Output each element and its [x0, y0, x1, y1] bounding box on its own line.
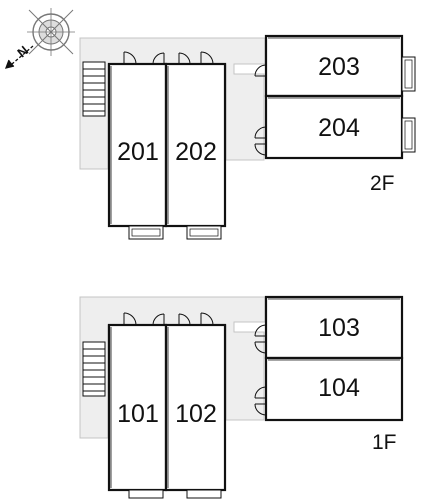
compass: N: [4, 8, 75, 69]
floor-label-1f: 1F: [372, 431, 397, 454]
room-201: 201: [107, 51, 168, 240]
balcony-102: [186, 489, 222, 499]
room-102: 102: [164, 312, 227, 499]
door-icon: [152, 52, 191, 65]
room-number: 201: [117, 138, 159, 166]
north-arrow-icon: [4, 45, 34, 69]
balcony-204: [401, 117, 416, 153]
door-icon: [254, 386, 267, 416]
room-number: 202: [175, 138, 217, 166]
room-101: 101: [107, 312, 168, 499]
compass-rose-icon: [27, 8, 75, 56]
north-label: N: [14, 43, 31, 61]
room-number: 101: [117, 400, 159, 428]
room-202: 202: [164, 51, 227, 240]
door-icon: [200, 51, 214, 65]
balcony-203: [401, 56, 416, 92]
door-icon: [178, 312, 214, 326]
room-203: 203: [254, 34, 416, 98]
room-number: 103: [318, 314, 360, 342]
door-icon: [123, 51, 137, 65]
room-204: 204: [254, 94, 416, 160]
floor-label-2f: 2F: [370, 172, 395, 195]
room-number: 203: [318, 53, 360, 81]
staircase-2f: [82, 61, 106, 117]
door-icon: [254, 324, 267, 354]
staircase-1f: [82, 341, 106, 397]
room-104: 104: [254, 356, 404, 422]
floor-1f: 101 102 103: [79, 295, 404, 499]
room-number: 104: [318, 374, 360, 402]
balcony-201: [128, 225, 164, 240]
room-number: 204: [318, 114, 360, 142]
room-number: 102: [175, 400, 217, 428]
floor-2f: 201 202: [79, 34, 416, 240]
balcony-202: [186, 225, 222, 240]
balcony-101: [128, 489, 164, 499]
room-103: 103: [254, 295, 404, 360]
door-icon: [254, 126, 267, 156]
door-icon: [123, 312, 165, 326]
door-icon: [254, 64, 267, 77]
